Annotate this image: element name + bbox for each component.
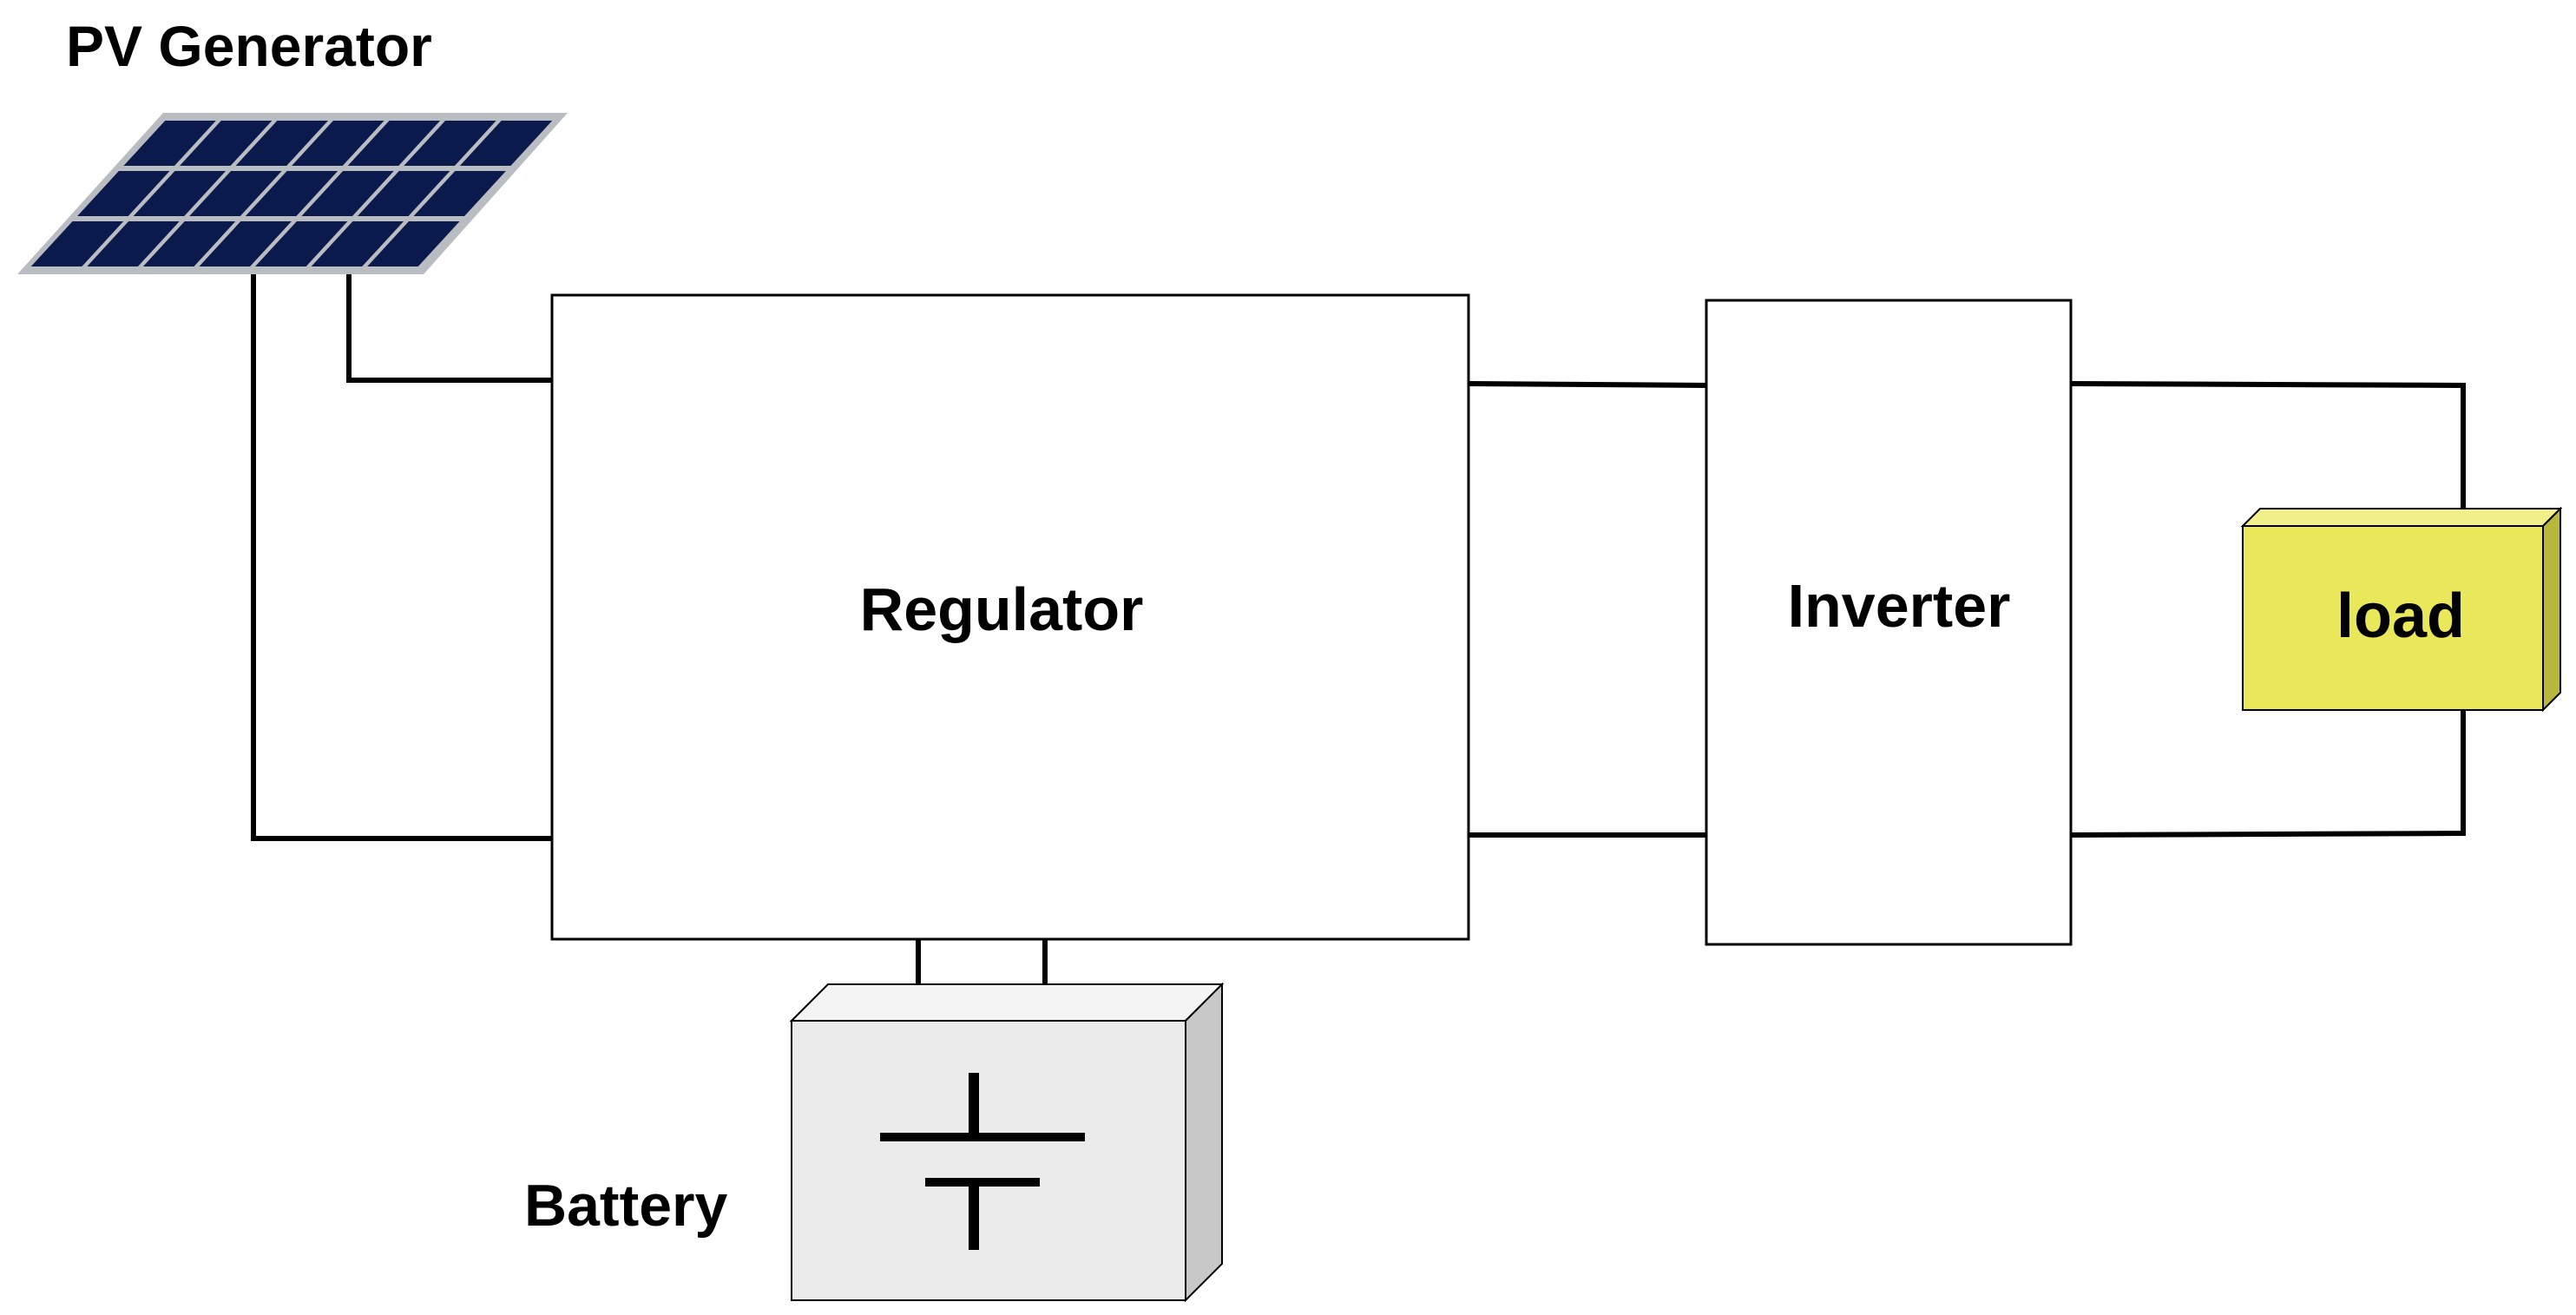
pv-cell	[189, 171, 282, 216]
pv-cell	[357, 171, 450, 216]
load-box-side	[2542, 506, 2561, 713]
pv-cell	[123, 121, 216, 166]
pv-cell	[347, 121, 441, 166]
wire-regulator-inverter-top	[1465, 380, 1710, 389]
battery-box-side	[1185, 982, 1223, 1303]
pv-cell	[30, 221, 124, 266]
regulator-box	[550, 293, 1470, 941]
pv-cell	[255, 221, 348, 266]
load-box-top	[2240, 508, 2563, 527]
pv-cell	[311, 221, 404, 266]
regulator-label: Regulator	[860, 575, 1144, 643]
pv-cell	[301, 171, 394, 216]
pv-cell	[235, 121, 328, 166]
pv-panel	[17, 113, 568, 274]
pv-cell	[133, 171, 227, 216]
wires	[251, 273, 2466, 987]
pv-cell	[179, 121, 273, 166]
pv-generator-label: PV Generator	[66, 14, 432, 78]
pv-cell	[413, 171, 506, 216]
pv-cell	[77, 171, 170, 216]
pv-cell	[404, 121, 496, 166]
inverter-label: Inverter	[1788, 572, 2011, 640]
battery-box	[789, 982, 1225, 1303]
load-box-front	[2242, 525, 2544, 711]
pv-cell	[142, 221, 236, 266]
battery-box-front	[791, 1020, 1186, 1301]
pv-panel-cells	[30, 121, 553, 266]
pv-cell	[367, 221, 460, 266]
pv-cell	[87, 221, 180, 266]
battery-symbol-icon	[880, 1073, 1085, 1250]
battery-box-top	[789, 983, 1225, 1022]
load-label: load	[2336, 582, 2465, 651]
inverter-box	[1705, 299, 2073, 946]
pv-cell	[199, 221, 292, 266]
wire-pv-positive	[346, 273, 555, 383]
battery-label: Battery	[524, 1173, 727, 1239]
wire-inverter-load-top	[2067, 380, 2466, 511]
pv-cell	[459, 121, 553, 166]
wire-pv-negative	[251, 273, 555, 841]
pv-cell	[245, 171, 338, 216]
load-box	[2240, 506, 2563, 713]
pv-cell	[292, 121, 384, 166]
wire-inverter-load-bottom	[2067, 707, 2466, 838]
